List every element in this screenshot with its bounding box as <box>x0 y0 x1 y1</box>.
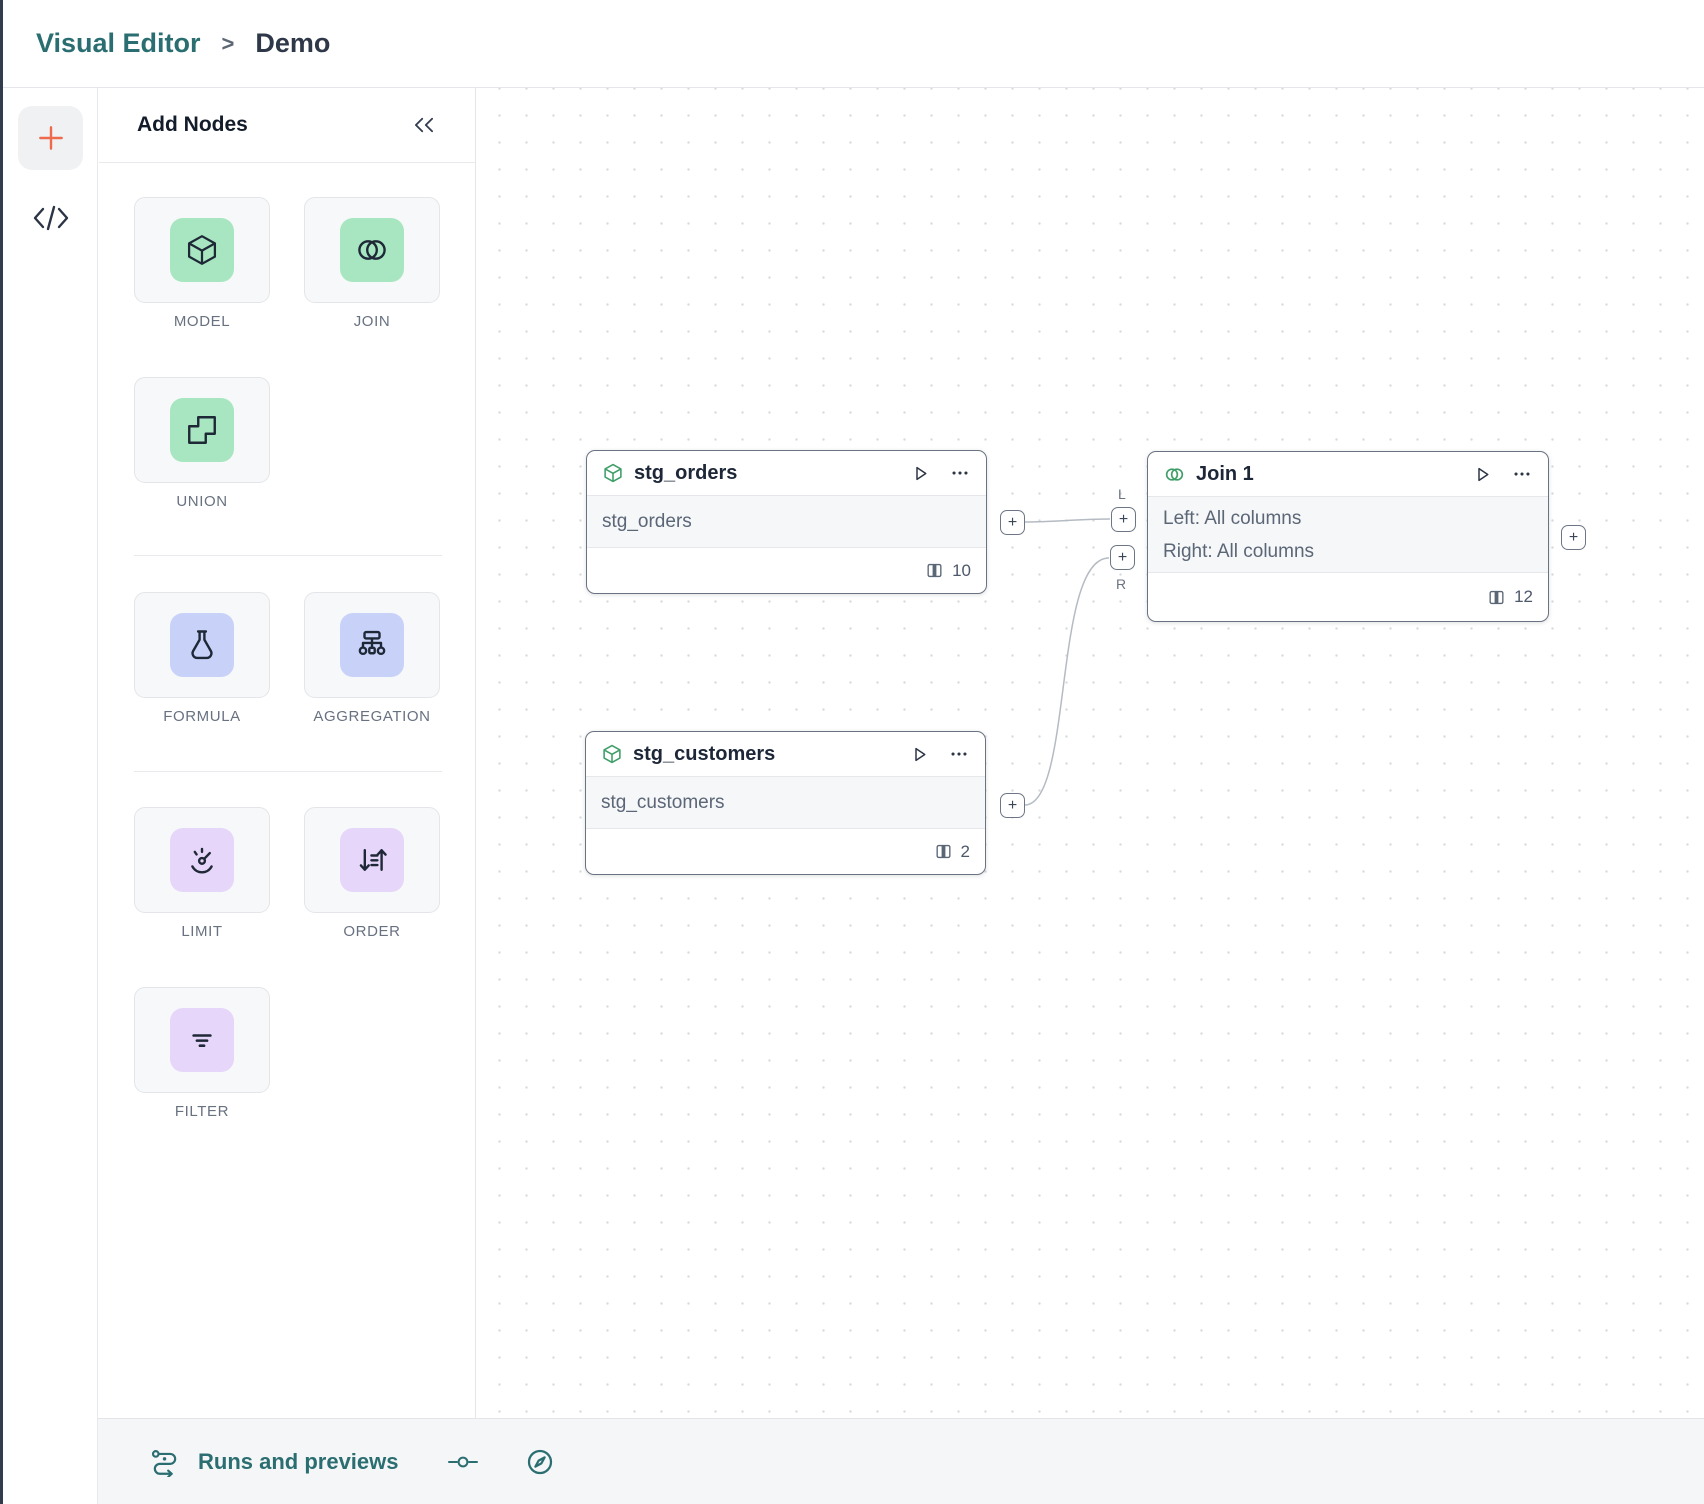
node-stg-customers-footer: 2 <box>586 829 985 874</box>
chevrons-left-icon <box>415 117 433 133</box>
port-join-output[interactable]: + <box>1561 525 1586 550</box>
plus-icon <box>38 126 63 150</box>
add-nodes-panel: Add Nodes MODEL JOIN <box>99 88 476 1418</box>
column-count: 12 <box>1514 587 1533 606</box>
node-stg-customers-body: stg_customers <box>586 777 985 829</box>
node-join-footer: 12 <box>1148 573 1548 621</box>
gauge-icon <box>191 847 213 874</box>
node-menu-button[interactable] <box>948 743 970 765</box>
node-join-header: Join 1 <box>1148 452 1548 497</box>
compass-icon[interactable] <box>525 1447 555 1477</box>
tile-label-join: JOIN <box>353 313 391 330</box>
join-venn-icon <box>358 240 386 260</box>
port-stg-orders-output[interactable]: + <box>1000 510 1025 535</box>
node-menu-button[interactable] <box>1511 463 1533 485</box>
tile-label-model: MODEL <box>173 313 231 330</box>
panel-divider <box>134 555 442 556</box>
add-nodes-header: Add Nodes <box>99 88 475 163</box>
node-tile-model[interactable]: MODEL <box>134 197 270 330</box>
play-icon <box>1478 467 1489 481</box>
node-join-body: Left: All columns Right: All columns <box>1148 497 1548 573</box>
breadcrumb-separator: > <box>221 30 235 56</box>
run-node-button[interactable] <box>1472 464 1493 485</box>
node-tile-formula[interactable]: FORMULA <box>134 592 270 725</box>
union-shapes-icon <box>188 416 216 444</box>
runs-and-previews-button[interactable]: Runs and previews <box>148 1447 399 1477</box>
node-stg-orders-footer: 10 <box>587 548 986 593</box>
code-icon <box>33 205 69 231</box>
node-stg-customers[interactable]: stg_customers stg_customers 2 <box>585 731 986 875</box>
node-tile-limit[interactable]: LIMIT <box>134 807 270 940</box>
ellipsis-icon <box>951 752 967 756</box>
node-join-1[interactable]: Join 1 Left: All columns Right: All colu… <box>1147 451 1549 622</box>
node-tile-aggregation[interactable]: AGGREGATION <box>304 592 440 725</box>
columns-icon <box>936 844 951 859</box>
run-node-button[interactable] <box>910 463 931 484</box>
tile-label-limit: LIMIT <box>181 923 223 940</box>
ellipsis-icon <box>952 471 968 475</box>
breadcrumb: Visual Editor > Demo <box>3 0 1704 88</box>
play-icon <box>916 466 927 480</box>
port-join-right-input[interactable]: + <box>1110 545 1135 570</box>
node-title: Join 1 <box>1196 462 1254 485</box>
node-stg-orders-body: stg_orders <box>587 496 986 548</box>
add-node-button[interactable] <box>18 106 83 170</box>
node-stg-orders-header: stg_orders <box>587 451 986 496</box>
node-tile-join[interactable]: JOIN <box>304 197 440 330</box>
join-left-summary: Left: All columns <box>1163 507 1302 529</box>
aggregation-tree-icon <box>358 630 386 656</box>
node-stg-orders[interactable]: stg_orders stg_orders 10 <box>586 450 987 594</box>
node-tile-filter[interactable]: FILTER <box>134 987 270 1120</box>
model-cube-icon <box>601 743 623 765</box>
column-count: 2 <box>960 841 970 861</box>
left-rail <box>3 88 98 1504</box>
tile-label-union: UNION <box>176 493 228 510</box>
ellipsis-icon <box>1514 472 1530 476</box>
breadcrumb-page-title: Demo <box>255 28 331 58</box>
run-node-button[interactable] <box>909 744 930 765</box>
node-stg-customers-header: stg_customers <box>586 732 985 777</box>
join-right-port-label: R <box>1116 576 1127 592</box>
edge-orders-to-join-left <box>1024 518 1111 523</box>
model-cube-icon <box>602 462 624 484</box>
join-venn-icon <box>1163 463 1186 486</box>
status-bar: Runs and previews <box>98 1418 1704 1504</box>
columns-icon <box>1489 590 1504 604</box>
columns-icon <box>927 563 942 578</box>
tile-label-aggregation: AGGREGATION <box>313 708 431 725</box>
flow-canvas[interactable]: stg_orders stg_orders 10 <box>477 88 1704 1418</box>
breadcrumb-visual-editor[interactable]: Visual Editor <box>36 28 201 58</box>
window-left-border <box>0 0 3 1504</box>
node-title: stg_orders <box>634 461 738 484</box>
collapse-panel-button[interactable] <box>413 116 435 134</box>
runs-and-previews-label: Runs and previews <box>198 1448 399 1474</box>
filter-lines-icon <box>192 1034 212 1047</box>
edge-customers-to-join-right <box>1024 557 1110 806</box>
port-join-left-input[interactable]: + <box>1111 507 1136 532</box>
column-count: 10 <box>952 560 971 580</box>
flask-icon <box>191 630 213 660</box>
node-tile-union[interactable]: UNION <box>134 377 270 510</box>
join-left-port-label: L <box>1118 486 1126 502</box>
play-icon <box>915 747 926 761</box>
cube-icon <box>187 235 217 265</box>
tile-label-order: ORDER <box>343 923 401 940</box>
tile-label-formula: FORMULA <box>163 708 241 725</box>
commit-node-icon[interactable] <box>447 1450 479 1474</box>
code-view-button[interactable] <box>29 198 73 238</box>
sort-order-icon <box>359 849 387 871</box>
port-stg-customers-output[interactable]: + <box>1000 793 1025 818</box>
panel-divider <box>134 771 442 772</box>
node-menu-button[interactable] <box>949 462 971 484</box>
node-tile-order[interactable]: ORDER <box>304 807 440 940</box>
node-subtitle: stg_orders <box>602 511 692 532</box>
join-right-summary: Right: All columns <box>1163 540 1315 562</box>
runs-flow-icon <box>151 1449 177 1477</box>
add-nodes-title: Add Nodes <box>137 113 248 136</box>
tile-label-filter: FILTER <box>174 1103 230 1120</box>
node-title: stg_customers <box>633 742 776 765</box>
node-subtitle: stg_customers <box>601 792 725 813</box>
